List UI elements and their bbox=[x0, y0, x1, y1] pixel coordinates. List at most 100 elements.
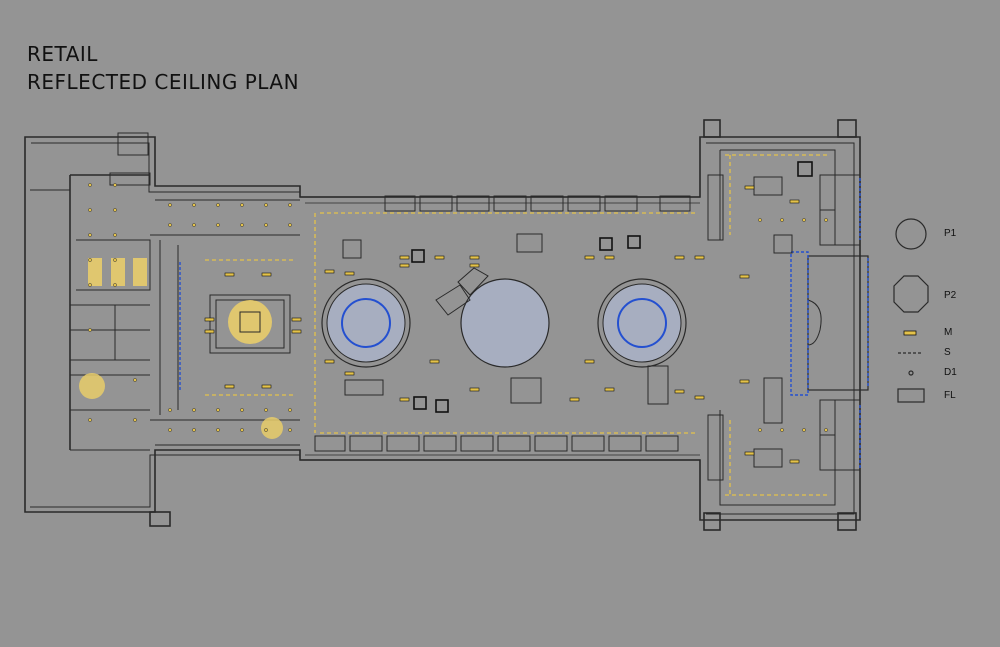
downlight bbox=[780, 428, 784, 432]
linear-fixture bbox=[224, 384, 235, 389]
linear-fixture bbox=[204, 317, 215, 322]
linear-fixture bbox=[399, 255, 410, 260]
downlight bbox=[168, 428, 172, 432]
downlights bbox=[88, 183, 828, 432]
accent-cove-lights bbox=[179, 178, 869, 468]
downlight bbox=[192, 428, 196, 432]
legend-label-fl: FL bbox=[944, 390, 956, 401]
plan-title-line1: RETAIL bbox=[27, 42, 98, 66]
armchairs bbox=[411, 161, 813, 413]
downlight bbox=[288, 223, 292, 227]
downlight bbox=[113, 208, 117, 212]
downlight bbox=[113, 183, 117, 187]
downlight bbox=[168, 223, 172, 227]
downlight bbox=[113, 233, 117, 237]
legend-label-s: S bbox=[944, 347, 951, 358]
downlight bbox=[780, 218, 784, 222]
linear-fixture bbox=[694, 395, 705, 400]
downlight bbox=[240, 203, 244, 207]
strip-lights bbox=[205, 154, 830, 496]
downlight bbox=[113, 283, 117, 287]
legend-label-p2: P2 bbox=[944, 290, 957, 301]
linear-fixture bbox=[429, 359, 440, 364]
downlight bbox=[288, 408, 292, 412]
linear-fixture bbox=[291, 317, 302, 322]
linear-fixture bbox=[584, 255, 595, 260]
downlight bbox=[88, 418, 92, 422]
linear-fixture bbox=[324, 359, 335, 364]
linear-fixture bbox=[744, 185, 755, 190]
legend-label-d1: D1 bbox=[944, 367, 957, 378]
legend bbox=[893, 218, 929, 403]
legend-label-m: M bbox=[944, 327, 953, 338]
downlight bbox=[758, 428, 762, 432]
downlight bbox=[264, 408, 268, 412]
downlight bbox=[88, 328, 92, 332]
downlight bbox=[758, 218, 762, 222]
linear-fixture bbox=[789, 199, 800, 204]
downlight bbox=[133, 378, 137, 382]
linear-fixture bbox=[739, 274, 750, 279]
linear-fixture bbox=[674, 255, 685, 260]
downlight bbox=[216, 408, 220, 412]
linear-fixture bbox=[789, 459, 800, 464]
downlight bbox=[216, 203, 220, 207]
downlight bbox=[824, 218, 828, 222]
linear-fixture bbox=[744, 451, 755, 456]
linear-fixtures bbox=[204, 185, 800, 464]
downlight bbox=[264, 203, 268, 207]
downlight bbox=[802, 218, 806, 222]
linear-fixture bbox=[344, 371, 355, 376]
linear-fixture bbox=[739, 379, 750, 384]
linear-fixture bbox=[344, 271, 355, 276]
linear-fixture bbox=[291, 329, 302, 334]
linear-fixture bbox=[469, 263, 480, 268]
linear-fixture bbox=[469, 387, 480, 392]
large-circle-pendant-icon bbox=[895, 218, 927, 250]
linear-fixture bbox=[569, 397, 580, 402]
linear-fixture bbox=[204, 329, 215, 334]
linear-fixture bbox=[434, 255, 445, 260]
octagon-pendant-icon bbox=[893, 275, 929, 313]
downlight bbox=[264, 428, 268, 432]
linear-fixture bbox=[399, 263, 410, 268]
downlight bbox=[168, 203, 172, 207]
fluorescent-panel-icon bbox=[897, 388, 925, 403]
downlight bbox=[264, 223, 268, 227]
downlight bbox=[824, 428, 828, 432]
linear-fixture bbox=[261, 384, 272, 389]
walls bbox=[24, 119, 869, 531]
linear-fixture bbox=[694, 255, 705, 260]
linear-fixture bbox=[674, 389, 685, 394]
plan-title-line2: REFLECTED CEILING PLAN bbox=[27, 70, 300, 94]
downlight bbox=[168, 408, 172, 412]
linear-fixture bbox=[604, 255, 615, 260]
linear-fixture bbox=[604, 387, 615, 392]
linear-fixture bbox=[469, 255, 480, 260]
downlight bbox=[192, 203, 196, 207]
downlight bbox=[216, 428, 220, 432]
downlight bbox=[802, 428, 806, 432]
linear-fixture-icon bbox=[903, 330, 917, 336]
downlight bbox=[240, 408, 244, 412]
downlight bbox=[133, 418, 137, 422]
downlight bbox=[288, 203, 292, 207]
downlight bbox=[240, 223, 244, 227]
downlight bbox=[88, 183, 92, 187]
linear-fixture bbox=[324, 269, 335, 274]
downlight bbox=[288, 428, 292, 432]
downlight bbox=[192, 223, 196, 227]
linear-fixture bbox=[224, 272, 235, 277]
linear-fixture bbox=[584, 359, 595, 364]
downlight bbox=[192, 408, 196, 412]
glow-lamps bbox=[79, 258, 283, 439]
downlight bbox=[240, 428, 244, 432]
center-pendants bbox=[321, 278, 687, 368]
downlight bbox=[216, 223, 220, 227]
display-tables bbox=[342, 176, 793, 468]
downlight bbox=[88, 233, 92, 237]
downlight bbox=[88, 208, 92, 212]
downlight bbox=[88, 283, 92, 287]
central-display bbox=[209, 294, 291, 354]
